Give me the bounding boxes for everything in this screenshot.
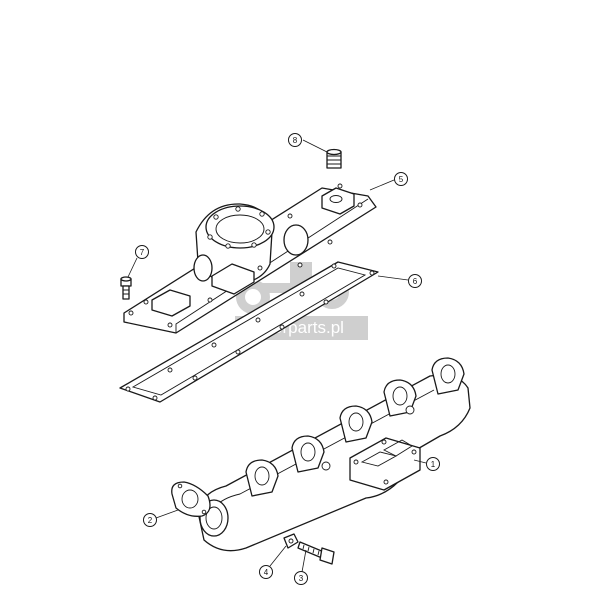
- exhaust-manifold: [197, 357, 471, 552]
- callout-7: 7: [127, 245, 149, 278]
- callout-1-label: 1: [431, 460, 436, 469]
- callout-3: 3: [294, 549, 308, 585]
- upper-gasket: [119, 261, 379, 403]
- callout-8: 8: [288, 133, 328, 153]
- manifold-cover: [123, 183, 377, 334]
- callout-5-label: 5: [399, 175, 404, 184]
- callout-7-label: 7: [140, 248, 145, 257]
- lock-washer: [283, 533, 299, 549]
- callout-4: 4: [259, 545, 287, 579]
- plug: [326, 148, 342, 169]
- cover-bolt: [120, 276, 132, 300]
- callout-4-label: 4: [264, 568, 269, 577]
- manifold-bolt: [297, 541, 335, 565]
- callout-3-label: 3: [299, 574, 304, 583]
- callout-6-label: 6: [413, 277, 418, 286]
- callout-6: 6: [377, 274, 422, 288]
- callout-2-label: 2: [148, 516, 153, 525]
- callout-1: 1: [413, 457, 440, 471]
- callout-2: 2: [143, 509, 179, 527]
- flange-gasket: [171, 481, 211, 517]
- callout-5: 5: [369, 172, 408, 191]
- callout-8-label: 8: [293, 136, 298, 145]
